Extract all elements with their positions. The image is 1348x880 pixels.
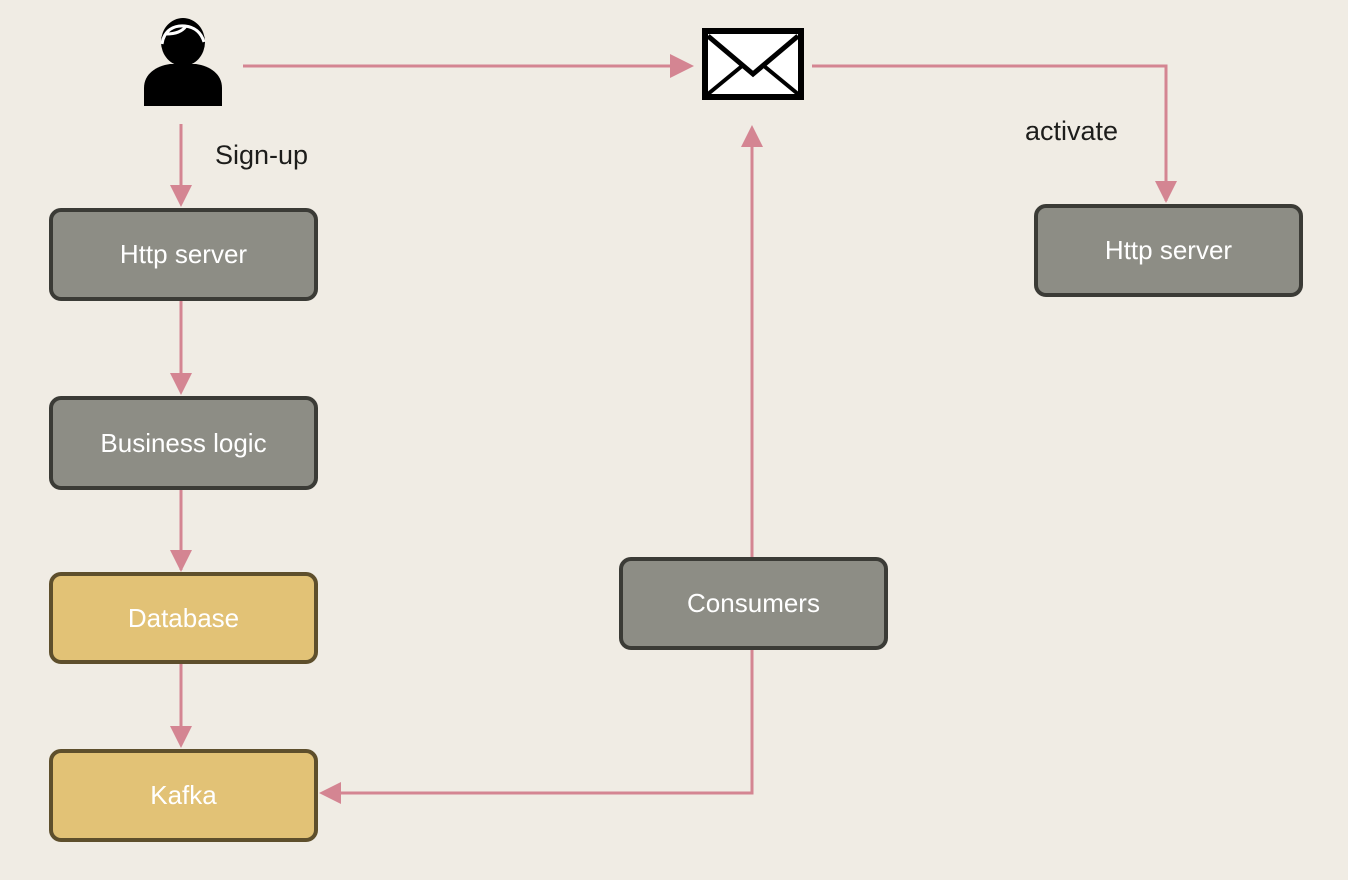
arrow-email-to-http-server [812, 64, 1168, 201]
arrowhead-kafka-left [319, 782, 341, 804]
arrowhead-database [170, 550, 192, 572]
business-logic-node: Business logic [49, 396, 318, 490]
kafka-node: Kafka [49, 749, 318, 842]
database-node: Database [49, 572, 318, 664]
user-icon [138, 16, 228, 108]
http-server-activate-node: Http server [1034, 204, 1303, 297]
arrowhead-http-server-1 [170, 185, 192, 207]
consumers-node: Consumers [619, 557, 888, 650]
envelope-icon [702, 28, 804, 100]
http-server-node: Http server [49, 208, 318, 301]
arrowhead-email-bottom [741, 125, 763, 147]
arrowhead-email-left [670, 54, 694, 78]
activate-label: activate [1025, 116, 1119, 146]
arrow-consumers-to-kafka [324, 649, 754, 795]
signup-label: Sign-up [215, 140, 309, 170]
arrowhead-kafka [170, 726, 192, 748]
arrowhead-business-logic [170, 373, 192, 395]
arrowhead-http-server-2 [1155, 181, 1177, 203]
